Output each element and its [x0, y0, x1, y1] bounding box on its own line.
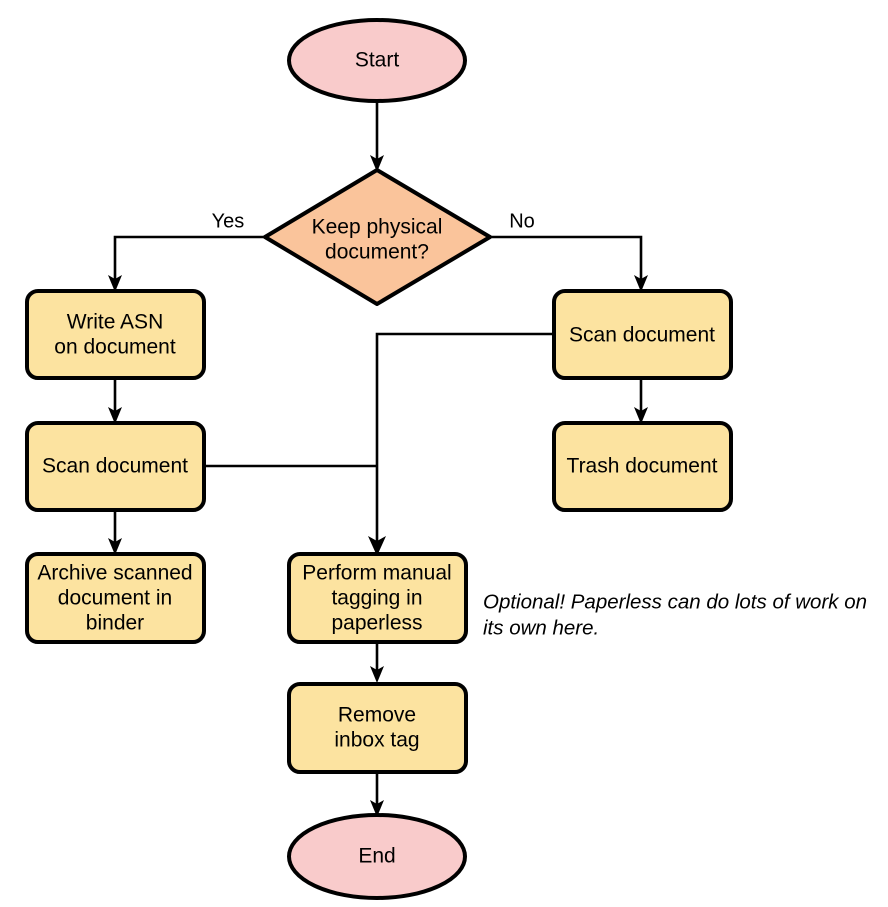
edge-write-asn-to-scan-left [108, 378, 122, 424]
archive-label-line2: document in [58, 587, 172, 610]
edge-remove-inbox-to-end [370, 772, 384, 817]
end-ellipse [287, 813, 467, 900]
edge-decision-yes-to-write-asn [108, 235, 265, 292]
node-scan-document-left[interactable]: Scan document [25, 421, 206, 512]
node-end[interactable]: End [287, 813, 467, 900]
remove-inbox-tag-box [287, 682, 468, 774]
node-perform-manual-tagging[interactable]: Perform manual tagging in paperless [287, 552, 468, 644]
manual-tagging-label-line1: Perform manual [302, 562, 451, 585]
write-asn-label-line2: on document [54, 336, 176, 359]
annotation-line1: Optional! Paperless can do lots of work … [483, 590, 867, 613]
scan-document-right-box [552, 289, 733, 380]
node-trash-document[interactable]: Trash document [552, 421, 733, 512]
trash-document-label: Trash document [567, 455, 718, 478]
archive-label-line3: binder [86, 612, 144, 635]
remove-inbox-tag-label-line1: Remove [338, 704, 416, 727]
decision-diamond [263, 168, 492, 306]
decision-label-line2: document? [325, 241, 429, 264]
trash-document-box [552, 421, 733, 512]
manual-tagging-label-line3: paperless [331, 612, 422, 635]
start-label: Start [355, 49, 400, 72]
edge-manual-tagging-to-remove-inbox [370, 643, 384, 683]
edge-label-yes: Yes [212, 210, 245, 232]
edge-scan-right-to-manual-tagging [368, 332, 553, 556]
write-asn-box [25, 289, 206, 380]
remove-inbox-tag-label-line2: inbox tag [334, 729, 419, 752]
annotation-note: Optional! Paperless can do lots of work … [483, 590, 867, 639]
archive-label-line1: Archive scanned [37, 562, 192, 585]
annotation-line2: its own here. [483, 616, 599, 639]
node-decision-keep-physical-document[interactable]: Keep physical document? [263, 168, 492, 306]
edge-scan-right-to-trash [634, 378, 648, 424]
node-start[interactable]: Start [287, 18, 467, 103]
start-ellipse [287, 18, 467, 103]
manual-tagging-box [287, 552, 468, 644]
scan-document-left-box [25, 421, 206, 512]
write-asn-label-line1: Write ASN [67, 311, 163, 334]
node-write-asn-on-document[interactable]: Write ASN on document [25, 289, 206, 380]
edge-scan-left-to-archive [108, 511, 122, 555]
edge-decision-no-to-scan-right [490, 235, 648, 292]
archive-box [25, 552, 206, 644]
scan-document-right-label: Scan document [569, 324, 715, 347]
edge-start-to-decision [370, 101, 384, 172]
node-remove-inbox-tag[interactable]: Remove inbox tag [287, 682, 468, 774]
decision-label-line1: Keep physical [312, 216, 443, 239]
node-archive-scanned-document[interactable]: Archive scanned document in binder [25, 552, 206, 644]
scan-document-left-label: Scan document [42, 455, 188, 478]
node-scan-document-right[interactable]: Scan document [552, 289, 733, 380]
edge-label-no: No [509, 210, 535, 232]
manual-tagging-label-line2: tagging in [331, 587, 422, 610]
end-label: End [358, 845, 395, 868]
